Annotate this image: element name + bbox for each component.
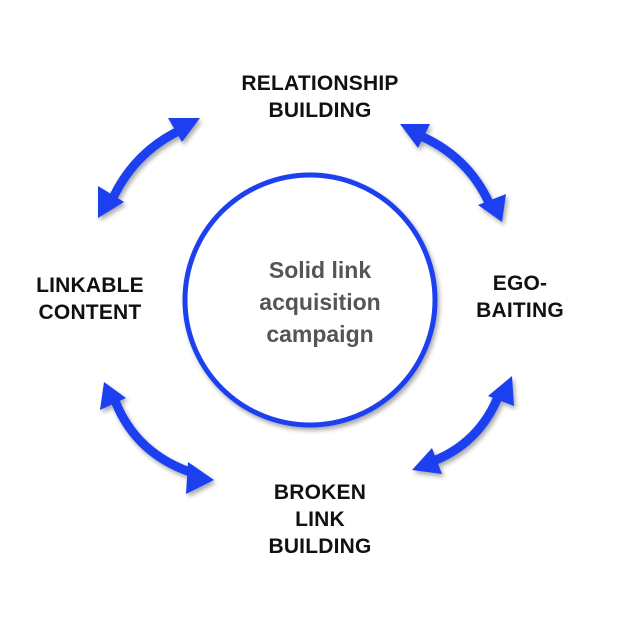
center-title-line: Solid link [268, 257, 372, 283]
double-arrow-bottom-right-icon [412, 376, 514, 474]
double-arrow-bottom-left-icon [100, 382, 214, 494]
node-label-line: EGO- [492, 272, 548, 295]
node-ego-baiting: EGO- BAITING [450, 270, 590, 324]
node-label-line: LINKABLE [36, 274, 144, 297]
node-broken-link-building: BROKEN LINK BUILDING [220, 479, 420, 560]
double-arrow-top-left-icon [98, 118, 200, 218]
center-title-line: campaign [266, 321, 374, 347]
node-label-line: BUILDING [268, 99, 372, 122]
node-label-line: CONTENT [38, 301, 142, 324]
node-label-line: LINK [295, 508, 345, 531]
double-arrow-top-right-icon [400, 124, 506, 222]
node-relationship-building: RELATIONSHIP BUILDING [200, 70, 440, 124]
node-linkable-content: LINKABLE CONTENT [10, 272, 170, 326]
node-label-line: BUILDING [268, 535, 372, 558]
center-circle [182, 172, 438, 428]
center-title-line: acquisition [259, 289, 381, 315]
node-label-line: BAITING [476, 299, 564, 322]
node-label-line: BROKEN [273, 481, 367, 504]
node-label-line: RELATIONSHIP [241, 72, 399, 95]
center-title: Solid link acquisition campaign [220, 254, 420, 350]
